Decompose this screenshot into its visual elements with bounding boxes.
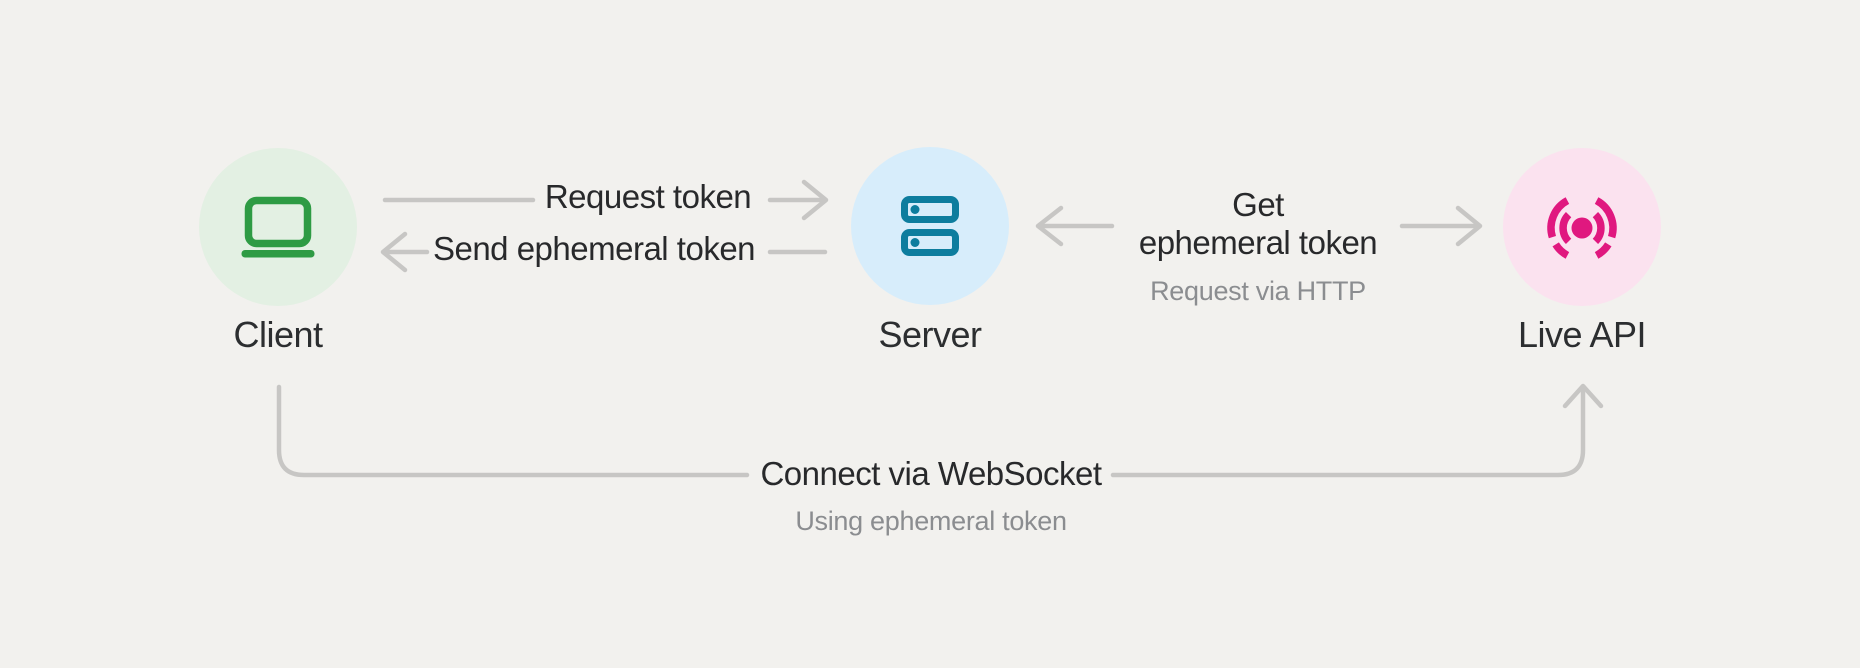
server-label: Server [878,314,982,355]
websocket-path-right [1110,386,1586,478]
get-ephemeral-token-label-line2: ephemeral token [1138,224,1378,261]
send-ephemeral-token-label: Send ephemeral token [432,230,756,267]
live-api-label: Live API [1517,314,1647,355]
request-token-arrowhead-right [801,179,829,221]
client-label: Client [233,314,323,355]
live-api-node [1503,148,1661,306]
using-ephemeral-token-sublabel: Using ephemeral token [795,506,1067,536]
websocket-path-left [276,384,750,478]
get-ephemeral-arrowhead-left [1035,205,1064,247]
get-ephemeral-arrowhead-right [1455,205,1483,247]
send-ephemeral-arrowhead-left [380,231,408,273]
websocket-arrowhead-up [1562,383,1604,409]
server-node [851,147,1009,305]
connect-via-websocket-label: Connect via WebSocket [760,455,1102,492]
client-node [199,148,357,306]
server-rack-icon [901,196,959,256]
live-broadcast-icon [1547,197,1617,259]
get-ephemeral-token-label: Get ephemeral token [1138,186,1378,262]
request-token-label: Request token [544,178,752,215]
get-ephemeral-token-label-line1: Get [1232,186,1284,223]
request-via-http-sublabel: Request via HTTP [1150,276,1366,306]
laptop-icon [241,196,315,258]
